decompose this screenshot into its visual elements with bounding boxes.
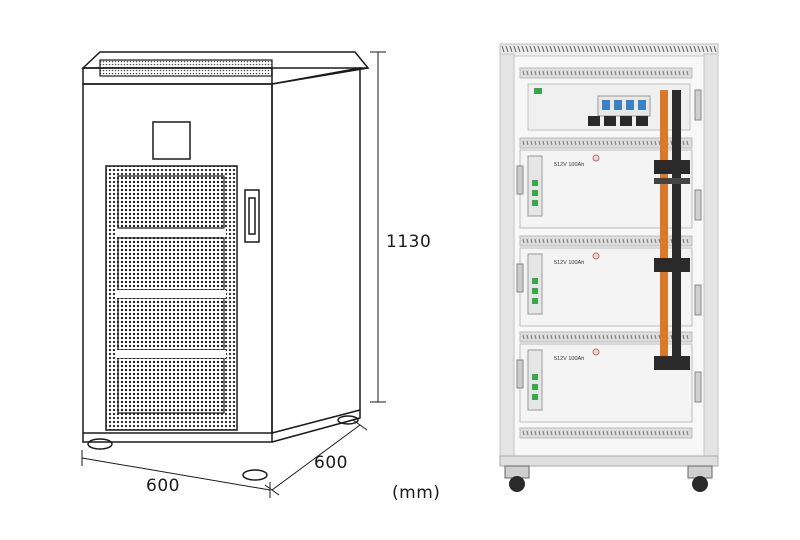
rack-handle-right [694,371,702,403]
module-indicator [592,348,600,356]
foot-back [337,415,359,425]
unit-label: (mm) [392,483,441,503]
module-led [532,384,538,390]
breaker-switch [602,100,610,110]
vent-bar [519,137,693,149]
module-led [532,190,538,196]
module-rating-label: 512V 100Ah [554,260,584,266]
busbar-negative [672,90,681,370]
caster-wheel [509,476,525,492]
busbar-positive [660,90,668,370]
front-base [499,455,719,467]
module-handle-left [516,263,524,293]
module-rating-label: 512V 100Ah [554,356,584,362]
terminal-block [604,116,616,126]
module-indicator [592,252,600,260]
mesh-panels [117,175,225,414]
terminal-block [636,116,648,126]
rail-right [703,53,719,465]
rail-left [499,53,515,465]
rack-handle-right [694,284,702,316]
foot-right [242,469,268,481]
vent-bar [519,67,693,79]
cabinet-base [82,433,273,443]
module-handle-left [516,359,524,389]
module-indicator [592,154,600,162]
vent-bar [519,235,693,247]
width-label: 600 [146,476,180,496]
module-rating-label: 512V 100Ah [554,162,584,168]
breaker-switch [638,100,646,110]
module-led [532,278,538,284]
busbar-clamp [654,160,690,174]
vent-bar [519,331,693,343]
caster-wheel [692,476,708,492]
width-dim-line [81,457,271,491]
foot-left [87,438,113,450]
cabinet-window [152,121,191,160]
terminal-block [588,116,600,126]
busbar-clamp [654,356,690,370]
module-led [532,288,538,294]
module-led [532,200,538,206]
rack-handle-right [694,89,702,121]
rack-handle-right [694,189,702,221]
vent-bar [519,427,693,439]
depth-label: 600 [314,453,348,473]
breaker-switch [626,100,634,110]
status-led [534,88,542,94]
busbar-clamp [654,258,690,272]
module-led [532,374,538,380]
module-led [532,180,538,186]
module-led [532,394,538,400]
module-handle-left [516,165,524,195]
height-label: 1130 [386,232,432,252]
depth-dim-line [271,424,361,491]
terminal-block [620,116,632,126]
module-led [532,298,538,304]
breaker-switch [614,100,622,110]
cabinet-top [81,51,370,69]
